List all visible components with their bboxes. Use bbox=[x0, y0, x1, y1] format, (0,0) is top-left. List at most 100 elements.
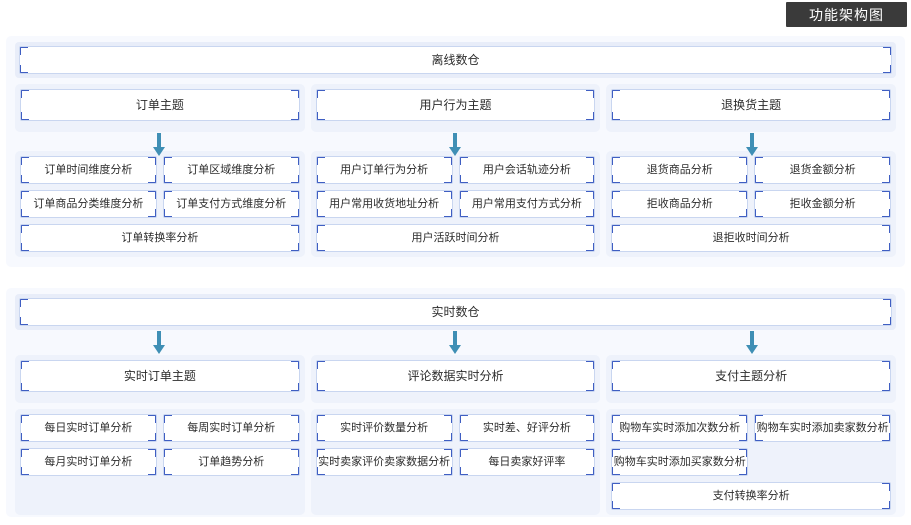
leaf-node-box[interactable]: 实时差、好评分析 bbox=[458, 414, 596, 442]
leaf-node-box[interactable]: 订单支付方式维度分析 bbox=[162, 190, 300, 218]
corner-bracket-bottom-right-icon bbox=[586, 209, 595, 217]
offline-theme-head-label: 用户行为主题 bbox=[419, 98, 492, 112]
realtime-leaves-comments: 实时评价数量分析 实时差、好评分析实时卖家评价卖家数据分析每日卖家好评率 bbox=[310, 409, 601, 515]
leaf-node-box[interactable]: 退货金额分析 bbox=[754, 156, 891, 184]
section-offline-warehouse: 离线数仓 订单主题 用户行为主题 bbox=[6, 36, 905, 267]
corner-bracket-top-left-icon bbox=[20, 415, 29, 423]
corner-bracket-bottom-right-icon bbox=[147, 433, 156, 441]
leaf-node-box[interactable]: 退拒收时间分析 bbox=[611, 224, 892, 252]
offline-leaf-columns: 订单时间维度分析 订单区域维度分析订单商品分类维度分析订单支付方式维度分析订单转换… bbox=[15, 151, 897, 257]
corner-bracket-bottom-right-icon bbox=[443, 467, 452, 475]
leaf-node-label: 用户订单行为分析 bbox=[340, 163, 429, 176]
corner-bracket-bottom-right-icon bbox=[739, 175, 748, 183]
offline-theme-head-returns[interactable]: 退换货主题 bbox=[611, 89, 892, 121]
corner-bracket-top-right-icon bbox=[882, 191, 891, 199]
corner-bracket-bottom-right-icon bbox=[147, 209, 156, 217]
leaf-node-box[interactable]: 拒收商品分析 bbox=[611, 190, 749, 218]
corner-bracket-top-left-icon bbox=[459, 415, 468, 423]
corner-bracket-bottom-left-icon bbox=[20, 383, 29, 391]
leaf-node-box[interactable]: 订单区域维度分析 bbox=[162, 156, 300, 184]
corner-bracket-bottom-right-icon bbox=[586, 467, 595, 475]
leaf-node-label: 订单区域维度分析 bbox=[187, 163, 276, 176]
leaf-node-box[interactable]: 订单趋势分析 bbox=[162, 448, 300, 476]
leaf-node-label: 购物车实时添加次数分析 bbox=[619, 421, 741, 434]
leaf-node-box[interactable]: 每月实时订单分析 bbox=[20, 448, 157, 476]
leaf-node-label: 实时评价数量分析 bbox=[340, 421, 429, 434]
offline-theme-head-user-behavior[interactable]: 用户行为主题 bbox=[315, 89, 596, 121]
realtime-theme-head-order[interactable]: 实时订单主题 bbox=[20, 360, 300, 392]
offline-root-box[interactable]: 离线数仓 bbox=[19, 46, 892, 74]
corner-bracket-top-left-icon bbox=[163, 449, 172, 457]
realtime-theme-head-comments[interactable]: 评论数据实时分析 bbox=[315, 360, 596, 392]
offline-theme-head-order[interactable]: 订单主题 bbox=[20, 89, 300, 121]
corner-bracket-top-right-icon bbox=[586, 157, 595, 165]
leaf-node-box[interactable]: 实时卖家评价卖家数据分析 bbox=[315, 448, 453, 476]
corner-bracket-top-right-icon bbox=[443, 415, 452, 423]
leaf-node-box[interactable]: 支付转换率分析 bbox=[611, 482, 892, 510]
corner-bracket-top-left-icon bbox=[316, 225, 325, 233]
leaf-node-box[interactable]: 每周实时订单分析 bbox=[162, 414, 300, 442]
leaf-node-label: 用户常用支付方式分析 bbox=[471, 197, 582, 210]
corner-bracket-bottom-left-icon bbox=[612, 112, 621, 120]
corner-bracket-bottom-right-icon bbox=[290, 175, 299, 183]
leaf-node-box[interactable]: 用户活跃时间分析 bbox=[315, 224, 596, 252]
realtime-leaf-columns: 每日实时订单分析每周实时订单分析每月实时订单分析订单趋势分析 实时评价数量分析实… bbox=[15, 409, 897, 515]
leaf-node-box[interactable]: 订单商品分类维度分析 bbox=[20, 190, 157, 218]
leaf-node-box[interactable]: 每日实时订单分析 bbox=[20, 414, 157, 442]
corner-bracket-bottom-right-icon bbox=[882, 175, 891, 183]
leaf-node-label: 支付转换率分析 bbox=[712, 489, 790, 502]
realtime-column-comments: 评论数据实时分析 bbox=[310, 355, 601, 403]
realtime-root-box[interactable]: 实时数仓 bbox=[19, 298, 892, 326]
corner-bracket-bottom-right-icon bbox=[586, 175, 595, 183]
corner-bracket-top-left-icon bbox=[612, 361, 621, 369]
corner-bracket-bottom-left-icon bbox=[316, 383, 325, 391]
realtime-theme-head-label: 支付主题分析 bbox=[715, 369, 788, 383]
corner-bracket-bottom-left-icon bbox=[612, 175, 621, 183]
corner-bracket-top-right-icon bbox=[290, 191, 299, 199]
corner-bracket-bottom-left-icon bbox=[755, 209, 764, 217]
corner-bracket-bottom-left-icon bbox=[316, 209, 325, 217]
diagram-title-label: 功能架构图 bbox=[809, 6, 884, 23]
leaf-node-box[interactable]: 退货商品分析 bbox=[611, 156, 749, 184]
leaf-node-box[interactable]: 用户常用支付方式分析 bbox=[458, 190, 596, 218]
offline-column-order: 订单主题 bbox=[15, 84, 305, 132]
leaf-node-label: 用户活跃时间分析 bbox=[411, 231, 500, 244]
corner-bracket-bottom-right-icon bbox=[443, 433, 452, 441]
leaf-node-label: 退货商品分析 bbox=[646, 163, 713, 176]
leaf-grid: 购物车实时添加次数分析购物车实时添加卖家数分析购物车实时添加买家数分析支付转换率… bbox=[611, 414, 892, 510]
leaf-node-box[interactable]: 拒收金额分析 bbox=[754, 190, 891, 218]
leaf-node-box[interactable]: 购物车实时添加买家数分析 bbox=[611, 448, 749, 476]
leaf-node-box[interactable]: 用户会话轨迹分析 bbox=[458, 156, 596, 184]
corner-bracket-top-right-icon bbox=[443, 191, 452, 199]
corner-bracket-top-left-icon bbox=[20, 90, 29, 98]
leaf-node-box[interactable]: 订单时间维度分析 bbox=[20, 156, 157, 184]
realtime-leaves-payment: 购物车实时添加次数分析购物车实时添加卖家数分析购物车实时添加买家数分析支付转换率… bbox=[606, 409, 897, 515]
leaf-node-box[interactable]: 购物车实时添加次数分析 bbox=[611, 414, 749, 442]
leaf-node-box[interactable]: 购物车实时添加卖家数分析 bbox=[754, 414, 891, 442]
realtime-theme-head-payment[interactable]: 支付主题分析 bbox=[611, 360, 892, 392]
leaf-node-label: 每日实时订单分析 bbox=[44, 421, 133, 434]
realtime-leaves-order: 每日实时订单分析 每周实时订单分析每月实时订单分析订单趋势分析 bbox=[15, 409, 305, 515]
leaf-node-label: 订单转换率分析 bbox=[121, 231, 199, 244]
leaf-grid: 每日实时订单分析 每周实时订单分析每月实时订单分析订单趋势分析 bbox=[20, 414, 300, 476]
offline-theme-columns: 订单主题 用户行为主题 退换货主题 bbox=[15, 84, 897, 132]
leaf-node-box[interactable]: 实时评价数量分析 bbox=[315, 414, 453, 442]
corner-bracket-top-left-icon bbox=[20, 361, 29, 369]
leaf-node-box[interactable]: 用户订单行为分析 bbox=[315, 156, 453, 184]
corner-bracket-bottom-right-icon bbox=[739, 209, 748, 217]
corner-bracket-top-right-icon bbox=[586, 361, 595, 369]
corner-bracket-bottom-left-icon bbox=[316, 467, 325, 475]
corner-bracket-bottom-right-icon bbox=[882, 209, 891, 217]
corner-bracket-top-left-icon bbox=[612, 191, 621, 199]
down-arrow-icon bbox=[449, 331, 462, 354]
corner-bracket-bottom-right-icon bbox=[290, 209, 299, 217]
leaf-node-box[interactable]: 订单转换率分析 bbox=[20, 224, 300, 252]
leaf-node-box[interactable]: 用户常用收货地址分析 bbox=[315, 190, 453, 218]
corner-bracket-bottom-left-icon bbox=[459, 467, 468, 475]
diagram-title-badge: 功能架构图 bbox=[786, 2, 907, 27]
leaf-node-label: 实时卖家评价卖家数据分析 bbox=[318, 455, 451, 468]
leaf-node-label: 用户会话轨迹分析 bbox=[482, 163, 571, 176]
offline-leaves-order: 订单时间维度分析 订单区域维度分析订单商品分类维度分析订单支付方式维度分析订单转换… bbox=[15, 151, 305, 257]
leaf-node-box[interactable]: 每日卖家好评率 bbox=[458, 448, 596, 476]
